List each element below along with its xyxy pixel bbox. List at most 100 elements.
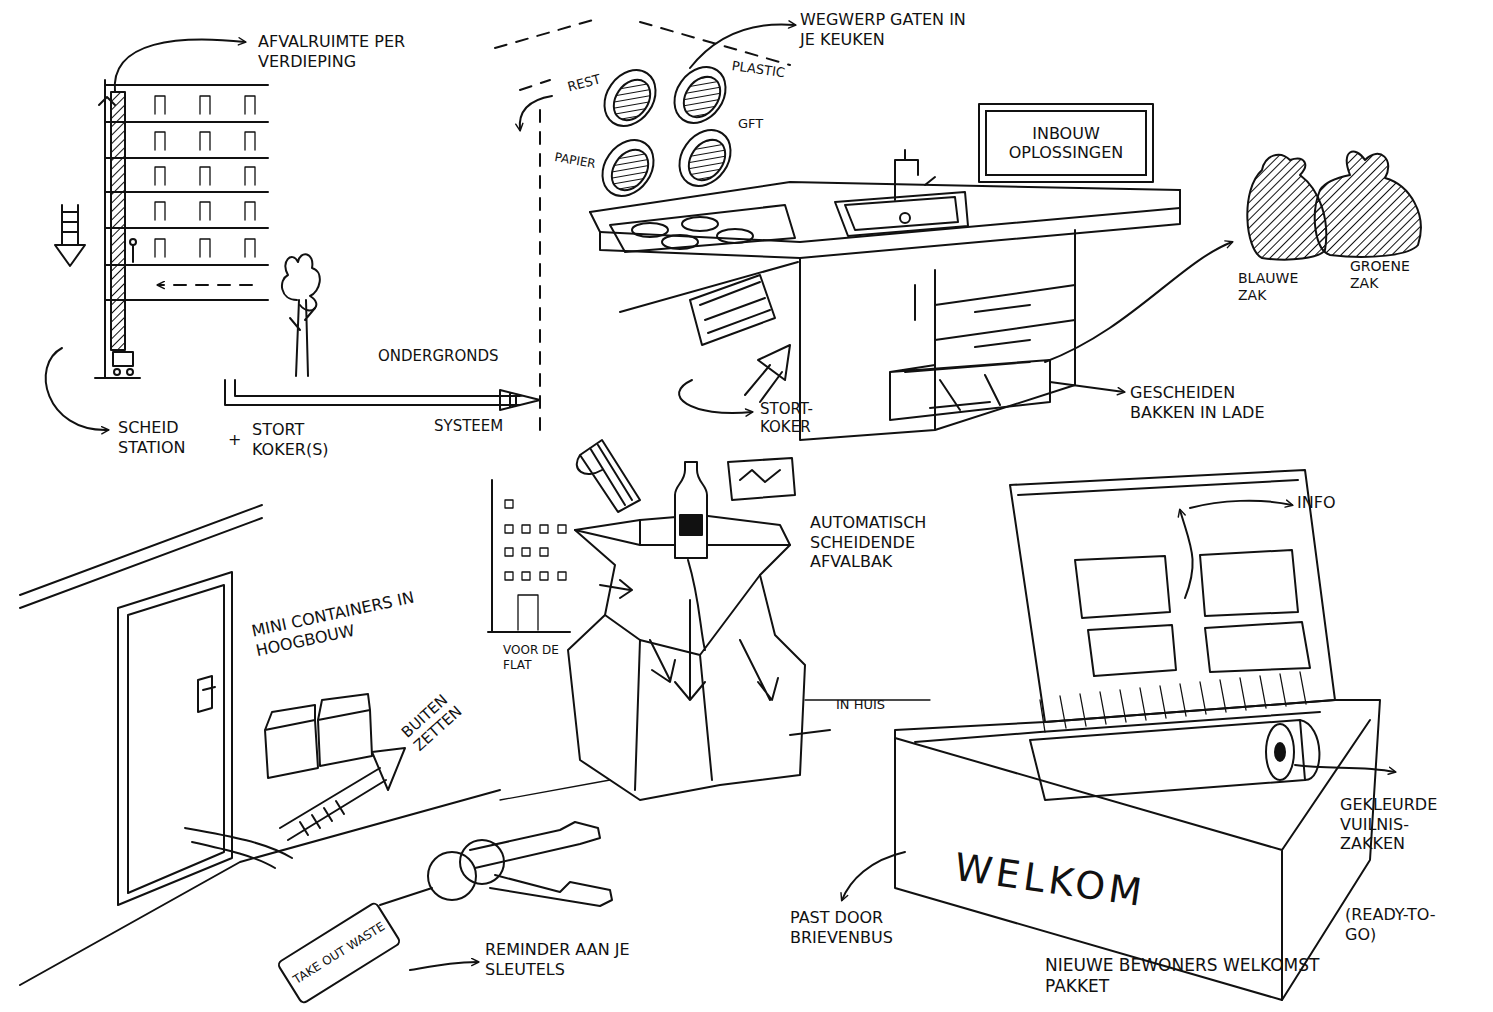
waste-holes [676, 70, 727, 124]
waste-holes [594, 60, 666, 136]
kitchen-counter [800, 230, 1075, 440]
node-text: WELKOM [952, 845, 1149, 917]
apartment-building [132, 246, 134, 262]
waste-holes [592, 57, 741, 206]
kitchen-counter [662, 235, 698, 249]
leader-arrows-small [410, 962, 478, 970]
welcome-package [1266, 724, 1294, 780]
waste-holes [604, 143, 655, 197]
welcome-package [1030, 720, 1305, 800]
welcome-package [1180, 510, 1193, 598]
kitchen-counter [890, 360, 1050, 420]
welcome-package [1300, 720, 1319, 780]
apartment-building-small [488, 480, 570, 632]
tree [282, 254, 320, 376]
tree [282, 254, 320, 310]
welcome-package [895, 700, 1380, 1000]
apartment-building [127, 369, 133, 375]
apartment-building [113, 352, 133, 366]
node-text: TAKE OUT WASTE [291, 919, 388, 987]
welcome-package [842, 852, 905, 900]
kitchen-counter [900, 213, 910, 223]
kitchen-counter [1050, 382, 1124, 392]
kitchen-counter [745, 345, 790, 402]
annotation-label: GROENE ZAK [1350, 258, 1440, 292]
sorting-bin [500, 440, 930, 800]
annotation-label: AFVALRUIMTE PER VERDIEPING [258, 32, 488, 71]
waste-holes [592, 130, 664, 206]
leader-arrows [225, 380, 540, 410]
welcome-package [895, 720, 1370, 1000]
front-door [118, 572, 232, 905]
apartment-building [105, 121, 268, 123]
kitchen-wall [495, 18, 790, 430]
annotation-label: PLASTIC [731, 58, 822, 86]
apartment-building [111, 92, 125, 350]
outlined-box: INBOUW OPLOSSINGEN [985, 110, 1147, 176]
kitchen-counter [914, 285, 916, 320]
kitchen-counter [590, 190, 1180, 258]
kitchen-wall [495, 18, 795, 430]
kitchen-counter [632, 223, 668, 237]
annotation-label: REST [566, 66, 623, 96]
key-ring [490, 875, 612, 906]
kitchen-counter [679, 380, 752, 413]
waste-holes [664, 57, 736, 133]
annotation-label: NIEUWE BEWONERS WELKOMST PAKKET [1045, 955, 1320, 996]
apartment-building-small [505, 500, 566, 630]
box-front-text: WELKOM [922, 833, 1178, 929]
annotation-label: WEGWERP GATEN IN JE KEUKEN [800, 10, 978, 49]
mini-containers [265, 694, 405, 840]
front-door [20, 505, 262, 608]
annotation-label: VOOR DE FLAT [503, 643, 561, 672]
welcome-package [1275, 743, 1285, 761]
annotation-label: PAPIER [553, 150, 623, 176]
sorting-bin [500, 700, 930, 800]
kitchen-counter [835, 192, 968, 236]
kitchen-wall [520, 96, 552, 130]
apartment-building [105, 299, 268, 301]
annotation-label: AUTOMATISCH SCHEIDENDE AFVALBAK [810, 513, 990, 572]
kitchen-counter [682, 217, 718, 231]
annotation-label: IN HUIS [836, 697, 926, 713]
kitchen-counter [610, 205, 795, 252]
annotation-label: + [228, 430, 248, 450]
kitchen-counter [590, 182, 1180, 212]
annotation-label: (READY-TO- GO) [1345, 905, 1467, 944]
apartment-building [95, 80, 268, 378]
apartment-building-small [488, 480, 570, 632]
apartment-building [105, 264, 268, 266]
sorting-bin [577, 440, 640, 512]
sorting-bin [600, 580, 830, 735]
kitchen-counter [895, 150, 935, 200]
kitchen-counter [690, 275, 775, 345]
front-door [198, 676, 215, 712]
key-ring [380, 822, 612, 906]
leader-arrows [115, 39, 245, 92]
annotation-label: GEKLEURDE VUILNIS- ZAKKEN [1340, 795, 1475, 854]
annotation-label: MINI CONTAINERS IN HOOGBOUW [250, 579, 459, 660]
front-door [20, 505, 500, 985]
apartment-building [95, 377, 140, 379]
waste-holes [681, 133, 732, 187]
inbouw-frame [979, 104, 1153, 182]
apartment-building [105, 84, 268, 86]
front-door [20, 790, 500, 985]
garbage-bags [1315, 152, 1421, 257]
mini-containers [280, 748, 405, 840]
key-ring [470, 822, 600, 868]
annotation-label: SCHEID STATION [118, 418, 230, 457]
sorting-bin [728, 458, 795, 500]
mini-containers [265, 705, 318, 778]
leader-arrows [46, 348, 108, 430]
leader-arrows [55, 205, 85, 266]
welcome-package [1190, 501, 1292, 508]
kitchen-counter [717, 229, 753, 243]
apartment-building [105, 157, 268, 159]
welcome-package [1010, 470, 1335, 722]
annotation-label: STORT- KOKER [760, 400, 860, 437]
waste-holes [606, 73, 657, 127]
welcome-package [915, 712, 1320, 742]
sorting-bin [675, 462, 707, 558]
apartment-building [105, 191, 268, 193]
